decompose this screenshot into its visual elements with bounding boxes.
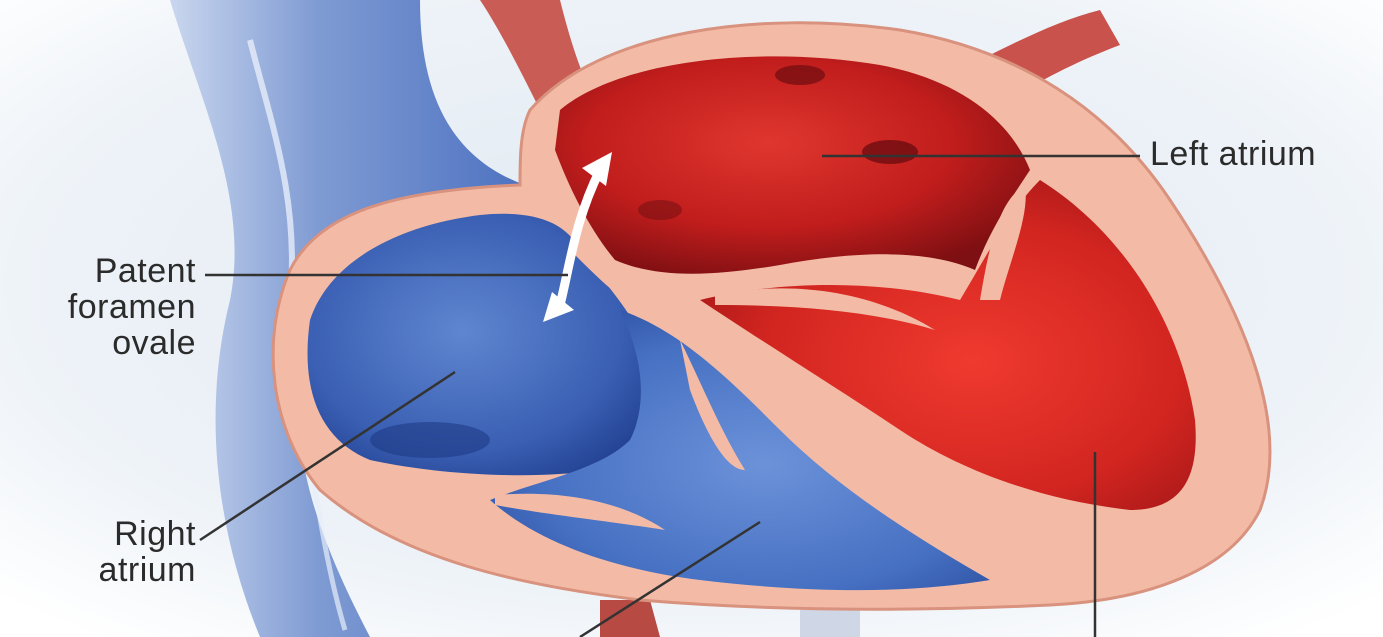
coronary-sinus [370, 422, 490, 458]
pulmonary-vein-opening [862, 140, 918, 164]
pulmonary-vein-opening [638, 200, 682, 220]
label-pfo-line-3: ovale [0, 325, 196, 361]
pulmonary-vein-opening [775, 65, 825, 85]
vessel-base [800, 610, 860, 637]
label-left-atrium: Left atrium [1150, 136, 1316, 172]
label-right-atrium: Right atrium [0, 516, 196, 588]
label-pfo-line-2: foramen [0, 289, 196, 325]
label-left-atrium-text: Left atrium [1150, 135, 1316, 173]
label-patent-foramen-ovale: Patent foramen ovale [0, 253, 196, 361]
label-right-atrium-line-1: Right [0, 516, 196, 552]
label-right-atrium-line-2: atrium [0, 552, 196, 588]
label-pfo-line-1: Patent [0, 253, 196, 289]
